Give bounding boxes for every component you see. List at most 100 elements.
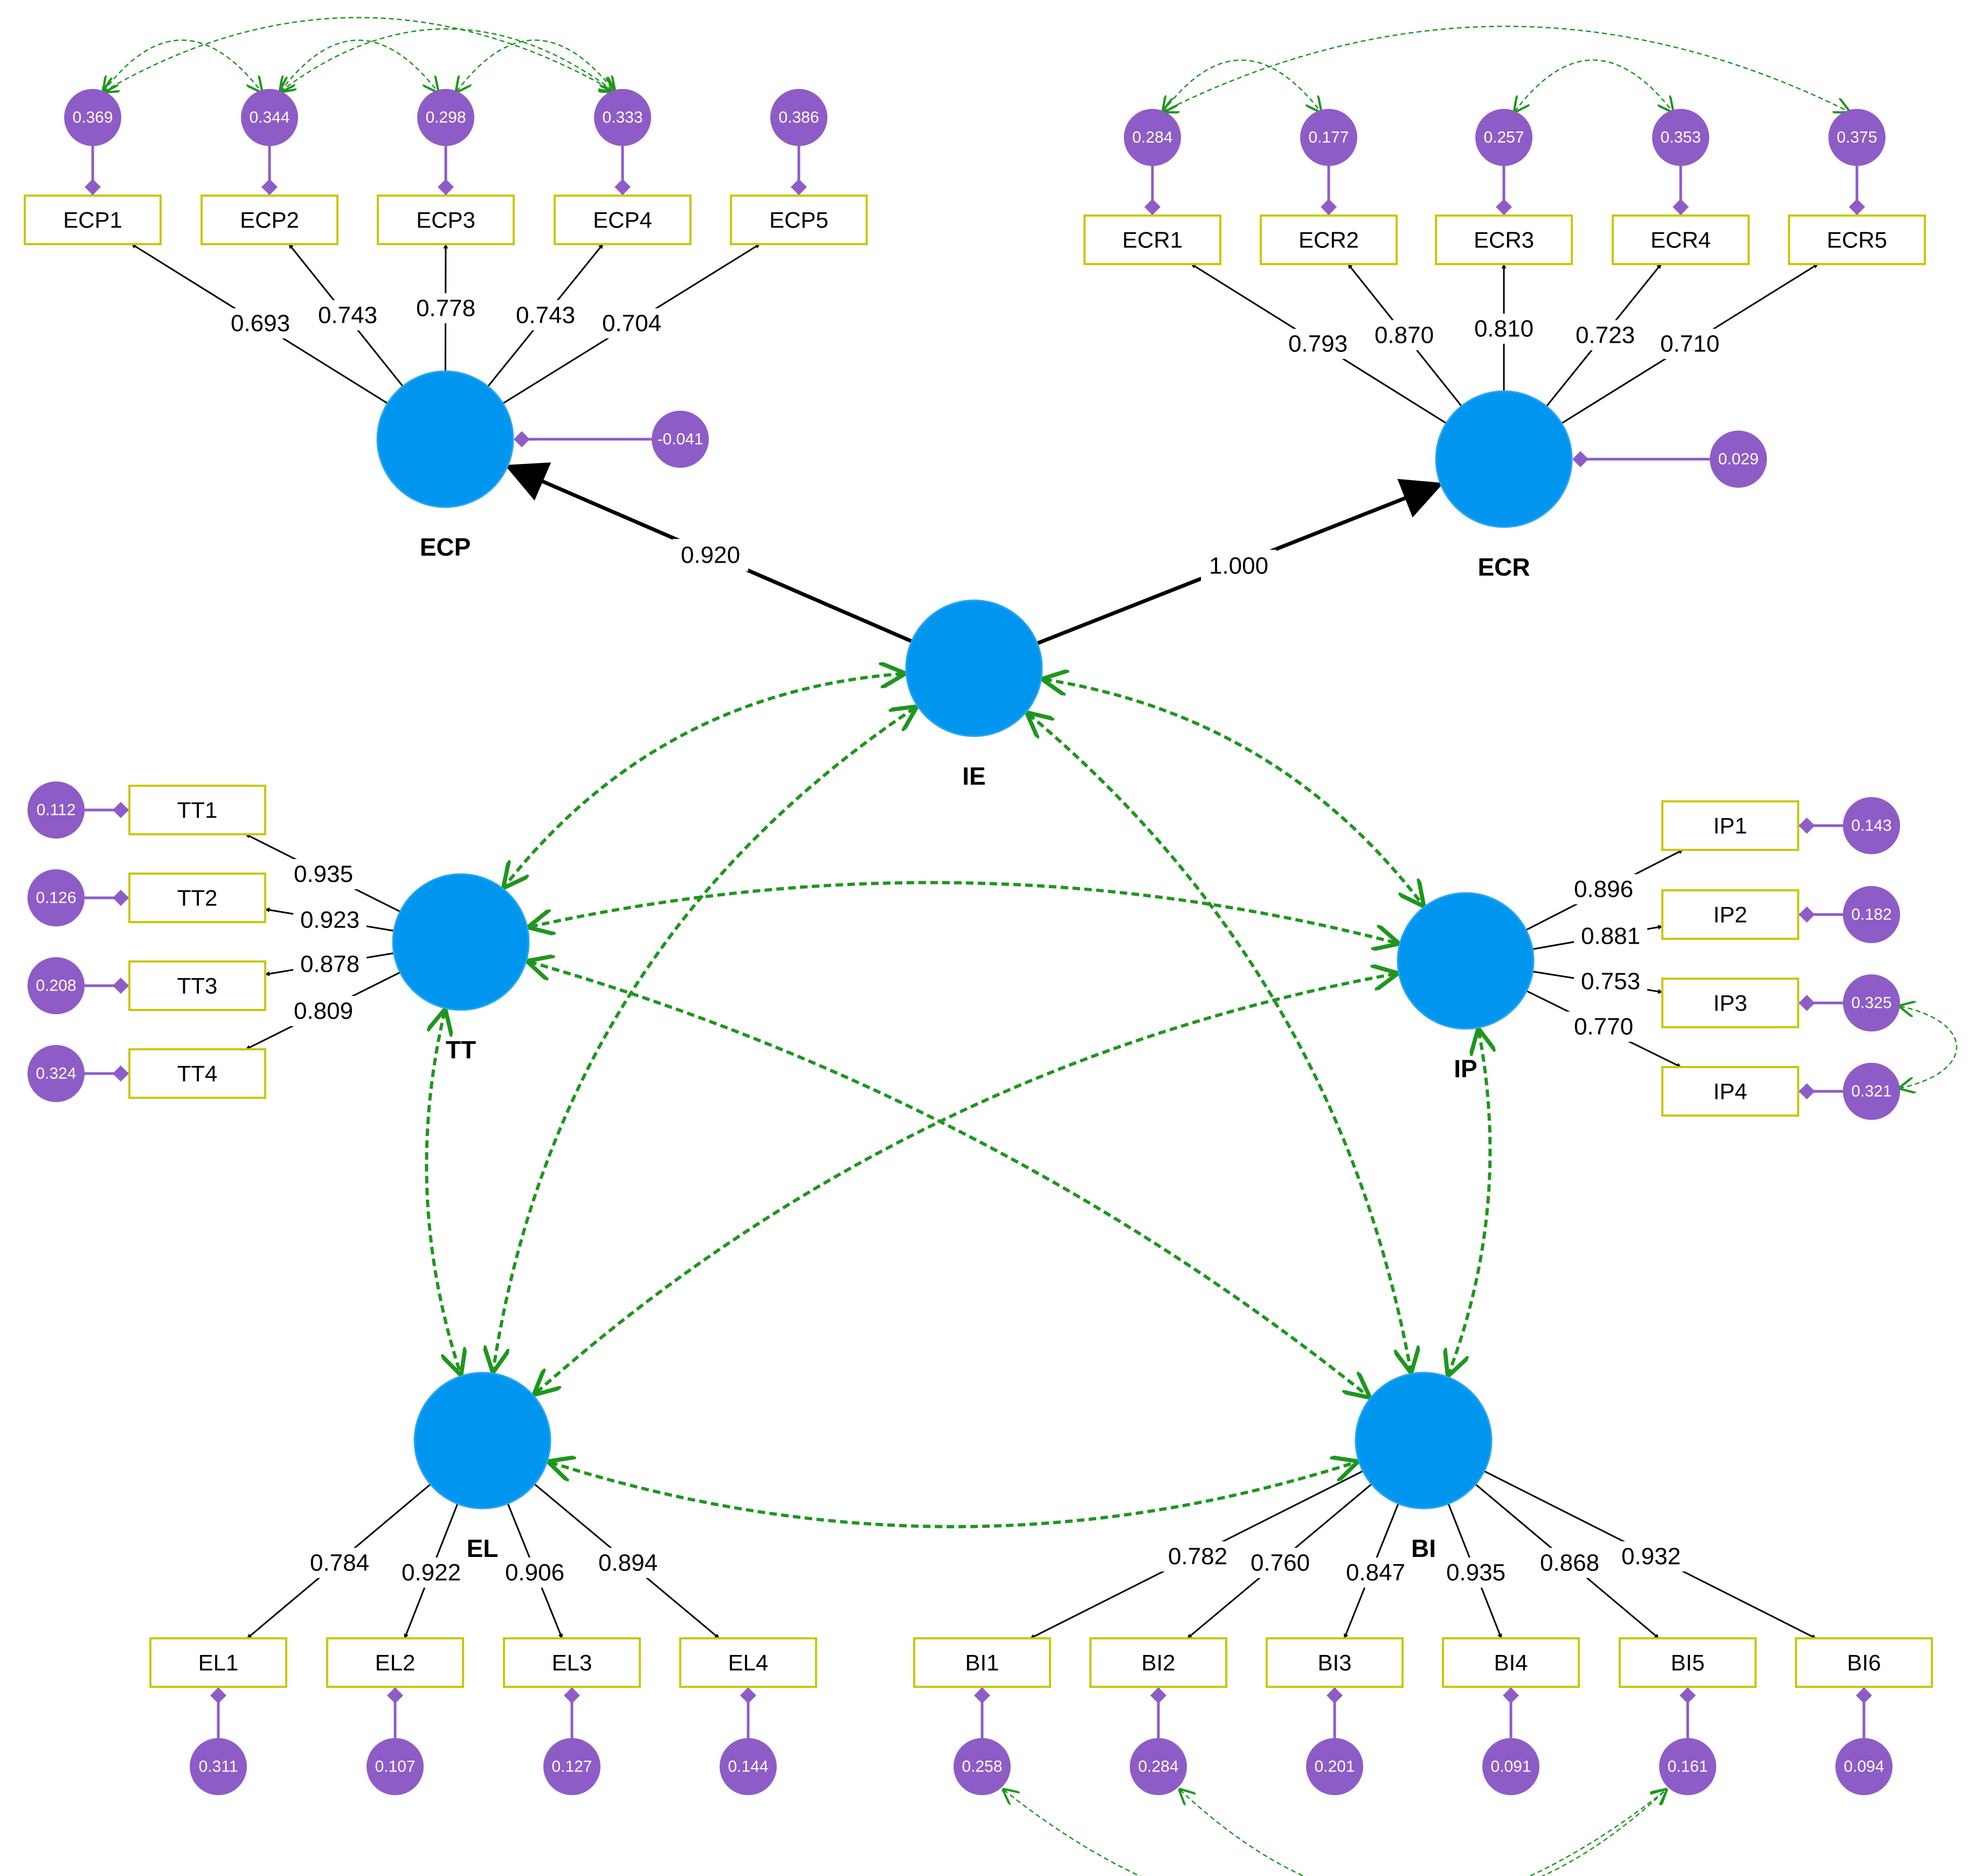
error-covariance-bi2-bi5 [1180, 1790, 1666, 1876]
loading-label-bg [1281, 329, 1355, 359]
latent-label-ecr: ECR [1477, 553, 1530, 581]
indicator-box-ecr1[interactable] [1083, 214, 1221, 265]
error-covariance-ecr3-ecr4 [1515, 59, 1673, 112]
error-circle-tt4[interactable] [27, 1045, 85, 1102]
latent-label-ecp: ECP [420, 533, 471, 561]
indicator-box-tt2[interactable] [128, 873, 266, 923]
error-diamond-bi1 [974, 1687, 990, 1704]
indicator-box-bi3[interactable] [1266, 1637, 1404, 1688]
indicator-box-el2[interactable] [326, 1637, 464, 1688]
indicator-box-tt1[interactable] [128, 785, 266, 835]
error-circle-tt2[interactable] [27, 869, 85, 926]
latent-ecp[interactable] [376, 370, 514, 508]
path-label-bg [673, 539, 748, 571]
error-value-el1: 0.311 [199, 1758, 238, 1776]
error-diamond-ecp2 [261, 179, 278, 195]
indicator-box-ecr5[interactable] [1788, 214, 1926, 265]
indicator-box-ip2[interactable] [1661, 889, 1799, 940]
error-circle-ecr5[interactable] [1828, 109, 1886, 166]
error-diamond-bi2 [1150, 1687, 1166, 1704]
indicator-label-ecp3: ECP3 [416, 207, 475, 233]
error-circle-tt1[interactable] [27, 781, 85, 839]
indicator-box-ecp2[interactable] [201, 195, 339, 245]
indicator-box-ecp3[interactable] [377, 195, 515, 245]
error-circle-bi1[interactable] [954, 1738, 1011, 1795]
error-diamond-ip1 [1799, 818, 1815, 834]
indicator-label-tt2: TT2 [177, 885, 218, 911]
latent-tt[interactable] [392, 873, 530, 1011]
indicator-box-bi4[interactable] [1442, 1637, 1580, 1688]
indicator-box-bi5[interactable] [1619, 1637, 1757, 1688]
loading-value-ip2: 0.881 [1581, 923, 1640, 950]
indicator-box-ecp4[interactable] [554, 195, 692, 245]
error-circle-ip3[interactable] [1843, 974, 1900, 1032]
error-value-ecp4: 0.333 [602, 109, 643, 127]
error-diamond-ecr1 [1144, 199, 1161, 215]
error-value-bi6: 0.094 [1843, 1758, 1884, 1776]
loading-label-bg [409, 293, 482, 323]
error-circle-el4[interactable] [720, 1738, 777, 1795]
error-circle-ip1[interactable] [1843, 797, 1900, 854]
indicator-box-tt3[interactable] [128, 960, 266, 1011]
error-circle-el3[interactable] [543, 1738, 600, 1795]
error-circle-ecp3[interactable] [417, 89, 474, 146]
latent-el[interactable] [413, 1372, 551, 1510]
error-circle-ip2[interactable] [1843, 886, 1900, 943]
loading-value-tt4: 0.809 [294, 998, 353, 1024]
error-circle-ecr3[interactable] [1475, 109, 1532, 166]
indicator-box-bi2[interactable] [1089, 1637, 1227, 1688]
indicator-box-bi1[interactable] [913, 1637, 1051, 1688]
error-circle-ecr4[interactable] [1652, 109, 1709, 166]
error-value-ecp3: 0.298 [425, 109, 466, 127]
error-circle-ecr2[interactable] [1300, 109, 1357, 166]
indicator-box-ecp1[interactable] [24, 195, 162, 245]
indicator-box-el3[interactable] [503, 1637, 641, 1688]
latent-ecr[interactable] [1435, 390, 1573, 528]
latent-bi[interactable] [1355, 1372, 1493, 1510]
latent-label-bi: BI [1411, 1534, 1436, 1562]
loading-label-bg [1569, 320, 1642, 350]
error-diamond-el1 [210, 1687, 226, 1704]
error-value-ecr5: 0.375 [1836, 129, 1877, 147]
indicator-box-ecr2[interactable] [1260, 214, 1398, 265]
error-circle-ecp2[interactable] [241, 89, 298, 146]
loading-label-bg [395, 1557, 468, 1588]
error-circle-el2[interactable] [367, 1738, 424, 1795]
error-circle-ecp1[interactable] [64, 89, 121, 146]
latent-ie[interactable] [905, 599, 1043, 737]
indicator-box-ecr4[interactable] [1612, 214, 1750, 265]
latent-covariance-layer [425, 674, 1490, 1528]
error-circle-ip4[interactable] [1843, 1063, 1900, 1120]
indicator-label-bi1: BI1 [965, 1650, 999, 1676]
loading-value-tt3: 0.878 [300, 951, 360, 978]
error-circle-bi6[interactable] [1835, 1738, 1893, 1795]
indicator-box-tt4[interactable] [128, 1048, 266, 1099]
residual-circle-ecr[interactable] [1710, 431, 1767, 488]
error-circle-el1[interactable] [190, 1738, 247, 1795]
error-circle-bi2[interactable] [1130, 1738, 1187, 1795]
error-circle-bi5[interactable] [1659, 1738, 1716, 1795]
loading-value-ecr5: 0.710 [1660, 331, 1719, 357]
indicator-box-el4[interactable] [679, 1637, 817, 1688]
indicator-box-ip4[interactable] [1661, 1066, 1799, 1117]
error-circle-bi4[interactable] [1482, 1738, 1539, 1795]
residual-circle-ecp[interactable] [652, 411, 709, 468]
indicator-box-ip1[interactable] [1661, 800, 1799, 851]
error-value-ecr4: 0.353 [1660, 129, 1701, 147]
indicator-box-bi6[interactable] [1795, 1637, 1933, 1688]
loading-value-bi4: 0.935 [1446, 1560, 1506, 1586]
error-circle-ecp4[interactable] [594, 89, 651, 146]
indicator-label-tt4: TT4 [177, 1061, 218, 1086]
latent-ip[interactable] [1397, 892, 1535, 1030]
indicator-box-ecr3[interactable] [1435, 214, 1573, 265]
indicator-box-el1[interactable] [149, 1637, 287, 1688]
error-circle-ecp5[interactable] [770, 89, 827, 146]
indicator-box-ip3[interactable] [1661, 978, 1799, 1028]
indicator-box-ecp5[interactable] [730, 195, 868, 245]
error-diamond-ip3 [1799, 995, 1815, 1011]
error-circle-ecr1[interactable] [1124, 109, 1181, 166]
path-label-bg [1201, 550, 1276, 582]
indicator-label-ecr1: ECR1 [1122, 227, 1183, 253]
error-circle-tt3[interactable] [27, 957, 85, 1014]
error-circle-bi3[interactable] [1306, 1738, 1363, 1795]
